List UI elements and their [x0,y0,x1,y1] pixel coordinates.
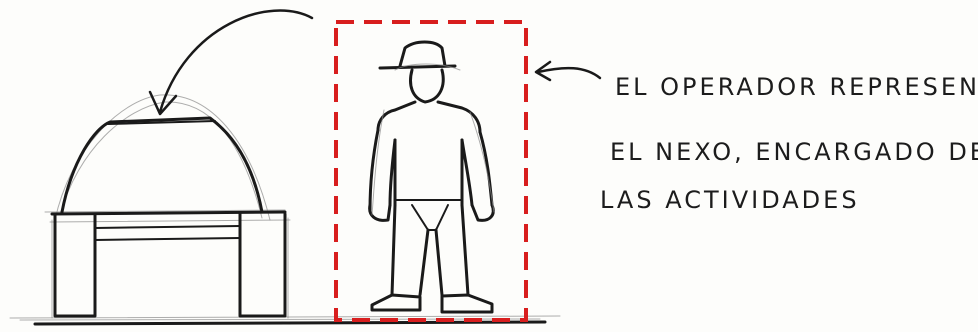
pointer-arrow [534,60,602,82]
operator-figure [368,40,495,314]
annotation-line-3: LAS ACTIVIDADES [600,186,860,214]
highlight-frame [334,20,528,322]
annotation-line-1: EL OPERADOR REPRESENTA [615,73,978,101]
annotation-line-2: EL NEXO, ENCARGADO DE [610,138,978,166]
annotation-text: EL OPERADOR REPRESENTA EL NEXO, ENCARGAD… [600,73,978,214]
curved-arrow [148,9,314,116]
dome-structure [44,94,291,319]
